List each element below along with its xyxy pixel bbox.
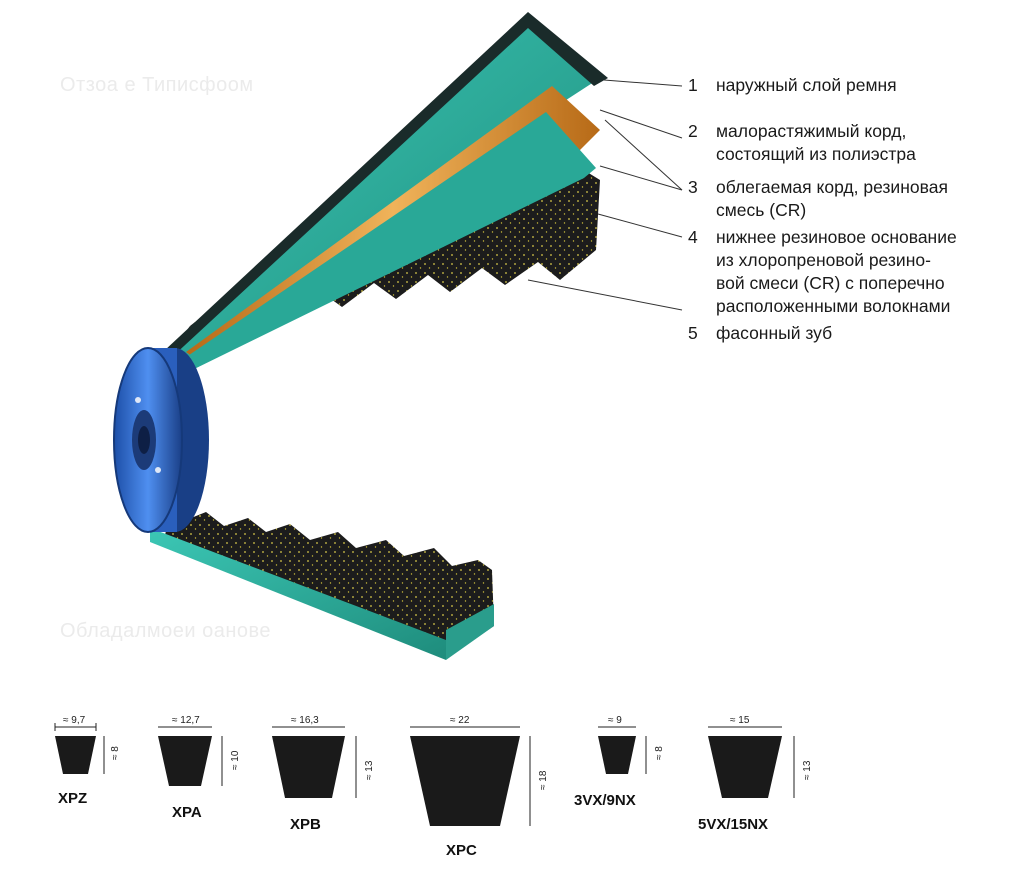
callout-number: 4 (688, 227, 698, 247)
profile-xpb: ≈ 16,3 ≈ 13 (272, 715, 375, 798)
lower-belt-cover (150, 528, 446, 660)
dim-height: ≈ 8 (110, 746, 121, 760)
background-watermark-top: Отзоа е Типисфоом (60, 74, 254, 96)
upper-belt-lower-teal (170, 112, 596, 376)
dim-width: ≈ 9 (608, 715, 622, 726)
leader-lines (527, 79, 683, 311)
upper-belt-cover (150, 18, 600, 378)
background-watermark-bottom: Обладалмоеи оанове (60, 620, 272, 642)
callout-text: наружный слой ремня (716, 75, 897, 95)
profile-xpz: ≈ 9,7 ≈ 8 (54, 715, 121, 774)
callout-text: малорастяжимый корд, состоящий из полиэс… (716, 121, 916, 164)
dim-width: ≈ 22 (450, 715, 470, 726)
profile-xpc: ≈ 22 ≈ 18 (410, 715, 549, 826)
upper-belt-top-band (150, 12, 608, 370)
pulley-bore (138, 426, 150, 454)
dim-width: ≈ 15 (730, 715, 750, 726)
profile-label-xpz: XPZ (58, 790, 88, 807)
pulley-bolt (135, 397, 141, 403)
dim-width: ≈ 16,3 (291, 715, 319, 726)
profile-5vx-15nx: ≈ 15 ≈ 13 (708, 715, 813, 798)
callout-text: облегаемая корд, резиновая смесь (CR) (716, 177, 948, 220)
profile-label-xpc: XPC (446, 842, 477, 859)
dim-height: ≈ 8 (654, 746, 665, 760)
profile-3vx-9nx: ≈ 9 ≈ 8 (598, 715, 665, 774)
dim-height: ≈ 18 (538, 770, 549, 790)
profile-label-5vx-15nx: 5VX/15NX (698, 816, 769, 833)
pulley-bolt (155, 467, 161, 473)
dim-width: ≈ 9,7 (63, 715, 86, 726)
callout-number: 5 (688, 323, 698, 343)
lower-belt-rubber (164, 512, 494, 658)
dim-height: ≈ 13 (364, 760, 375, 780)
callout-number: 3 (688, 177, 698, 197)
dim-width: ≈ 12,7 (172, 715, 200, 726)
dim-height: ≈ 13 (802, 760, 813, 780)
lower-belt-edge (446, 604, 494, 660)
callout-text: фасонный зуб (716, 323, 833, 343)
profile-sections: ≈ 9,7 ≈ 8 ≈ 12,7 ≈ 10 ≈ 16,3 ≈ 13 (54, 715, 813, 826)
callout-number: 1 (688, 75, 698, 95)
profile-label-xpa: XPA (172, 804, 202, 821)
callout-text: нижнее резиновое основание из хлоропрено… (716, 227, 957, 316)
dim-height: ≈ 10 (230, 750, 241, 770)
profile-label-3vx-9nx: 3VX/9NX (574, 792, 636, 809)
profile-label-xpb: XPB (290, 816, 321, 833)
callout-number: 2 (688, 121, 698, 141)
profile-xpa: ≈ 12,7 ≈ 10 (158, 715, 241, 786)
